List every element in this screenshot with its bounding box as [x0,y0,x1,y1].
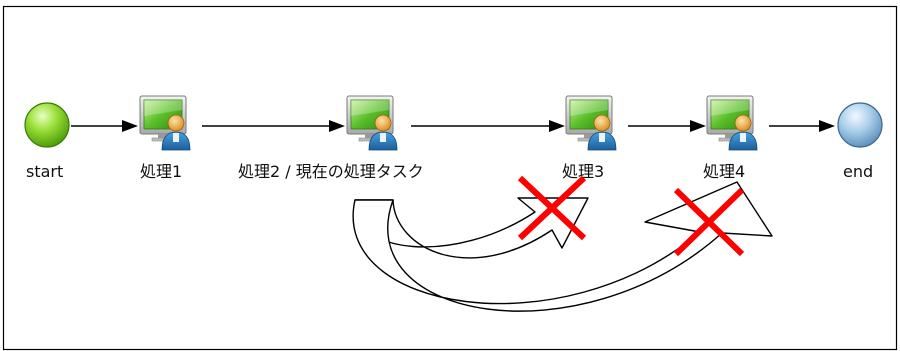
end-label: end [843,162,874,181]
task1-label: 処理1 [140,162,183,181]
diagram-frame [2,5,898,351]
task3-label: 処理3 [562,162,605,181]
task2-label: 処理2 / 現在の処理タスク [238,162,424,181]
start-label: start [26,162,64,181]
start-event-node[interactable] [24,102,70,148]
end-event-node[interactable] [837,102,883,148]
jump-arrow-task2-to-task4 [352,181,773,312]
red-cross-icon [517,175,587,241]
task4-label: 処理4 [703,162,746,181]
red-cross-icon [673,187,745,257]
